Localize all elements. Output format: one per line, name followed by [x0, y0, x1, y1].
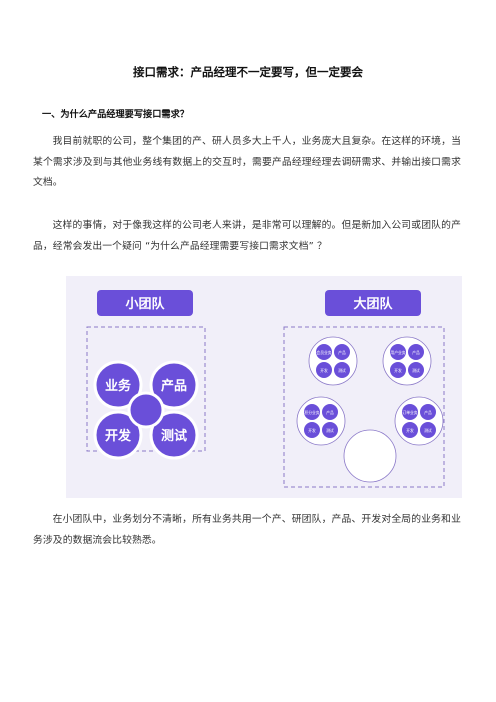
group-1-label-2: 产品 [338, 350, 346, 355]
group-3-label-3: 开发 [308, 428, 316, 433]
group-2-label-3: 开发 [394, 368, 402, 373]
group-1-label-3: 开发 [320, 368, 328, 373]
group-4-label-1: 订单业务 [402, 410, 417, 415]
team-diagram: 小团队 业务 产品 开发 测试 大团队 会员业务 产品 [86, 290, 445, 488]
big-team-group-2: 用户业务 产品 开发 测试 [382, 336, 432, 386]
small-circle-test [149, 410, 199, 460]
page-title: 接口需求：产品经理不一定要写，但一定要会 [133, 65, 363, 79]
group-4-label-2: 产品 [424, 410, 432, 415]
big-team-group-4: 订单业务 产品 开发 测试 [394, 396, 444, 446]
group-3-c4 [322, 422, 338, 438]
group-2-label-2: 产品 [412, 350, 420, 355]
small-team-title: 小团队 [125, 297, 165, 312]
group-3-label-2: 产品 [326, 410, 334, 415]
group-1-label-1: 会员业务 [316, 350, 331, 355]
group-4-c1 [402, 404, 418, 420]
small-team-frame [86, 326, 206, 452]
group-1-ring [308, 336, 358, 386]
section-heading: 一、为什么产品经理要写接口需求？ [42, 109, 189, 120]
paragraph-1: 我目前就职的公司，整个集团的产、研人员多大上千人，业务庞大且复杂。在这样的环境，… [33, 136, 461, 188]
paragraph-3: 在小团队中，业务划分不清晰，所有业务共用一个产、研团队，产品、开发对全局的业务和… [33, 514, 461, 546]
group-4-ring [394, 396, 444, 446]
group-3-c2 [322, 404, 338, 420]
group-4-c2 [420, 404, 436, 420]
group-2-c2 [408, 344, 424, 360]
small-label-business: 业务 [105, 378, 132, 394]
big-team-title-box [325, 290, 421, 316]
group-2-c3 [390, 362, 406, 378]
group-4-label-4: 测试 [424, 428, 432, 433]
group-1-label-4: 测试 [338, 368, 346, 373]
small-circle-dev [93, 410, 143, 460]
team-comparison-figure: 小团队 业务 产品 开发 测试 大团队 会员业务 产品 [66, 276, 462, 498]
group-2-label-1: 用户业务 [390, 350, 405, 355]
small-label-product: 产品 [161, 378, 187, 394]
big-team-title: 大团队 [353, 296, 393, 312]
group-4-c4 [420, 422, 436, 438]
group-2-label-4: 测试 [412, 368, 420, 373]
big-team-empty-circle [343, 429, 397, 483]
small-circle-business [93, 360, 143, 410]
paragraph-2: 这样的事情，对于像我这样的公司老人来讲，是非常可以理解的。但是新加入公司或团队的… [33, 220, 461, 252]
small-center-circle [127, 391, 165, 429]
group-2-c4 [408, 362, 424, 378]
small-circle-product [149, 360, 199, 410]
group-1-c2 [334, 344, 350, 360]
small-label-test: 测试 [161, 428, 187, 444]
group-4-label-3: 开发 [406, 428, 414, 433]
group-4-c3 [402, 422, 418, 438]
big-team-frame [283, 326, 445, 488]
group-1-c4 [334, 362, 350, 378]
big-team-group-3: 积分业务 产品 开发 测试 [296, 396, 346, 446]
group-2-c1 [390, 344, 406, 360]
group-1-c1 [316, 344, 332, 360]
group-3-label-1: 积分业务 [304, 410, 319, 415]
group-1-c3 [316, 362, 332, 378]
group-2-ring [382, 336, 432, 386]
big-team-group-1: 会员业务 产品 开发 测试 [308, 336, 358, 386]
group-3-c1 [304, 404, 320, 420]
small-label-dev: 开发 [105, 428, 132, 444]
small-team-title-box [97, 290, 193, 316]
group-3-ring [296, 396, 346, 446]
group-3-label-4: 测试 [326, 428, 334, 433]
group-3-c3 [304, 422, 320, 438]
